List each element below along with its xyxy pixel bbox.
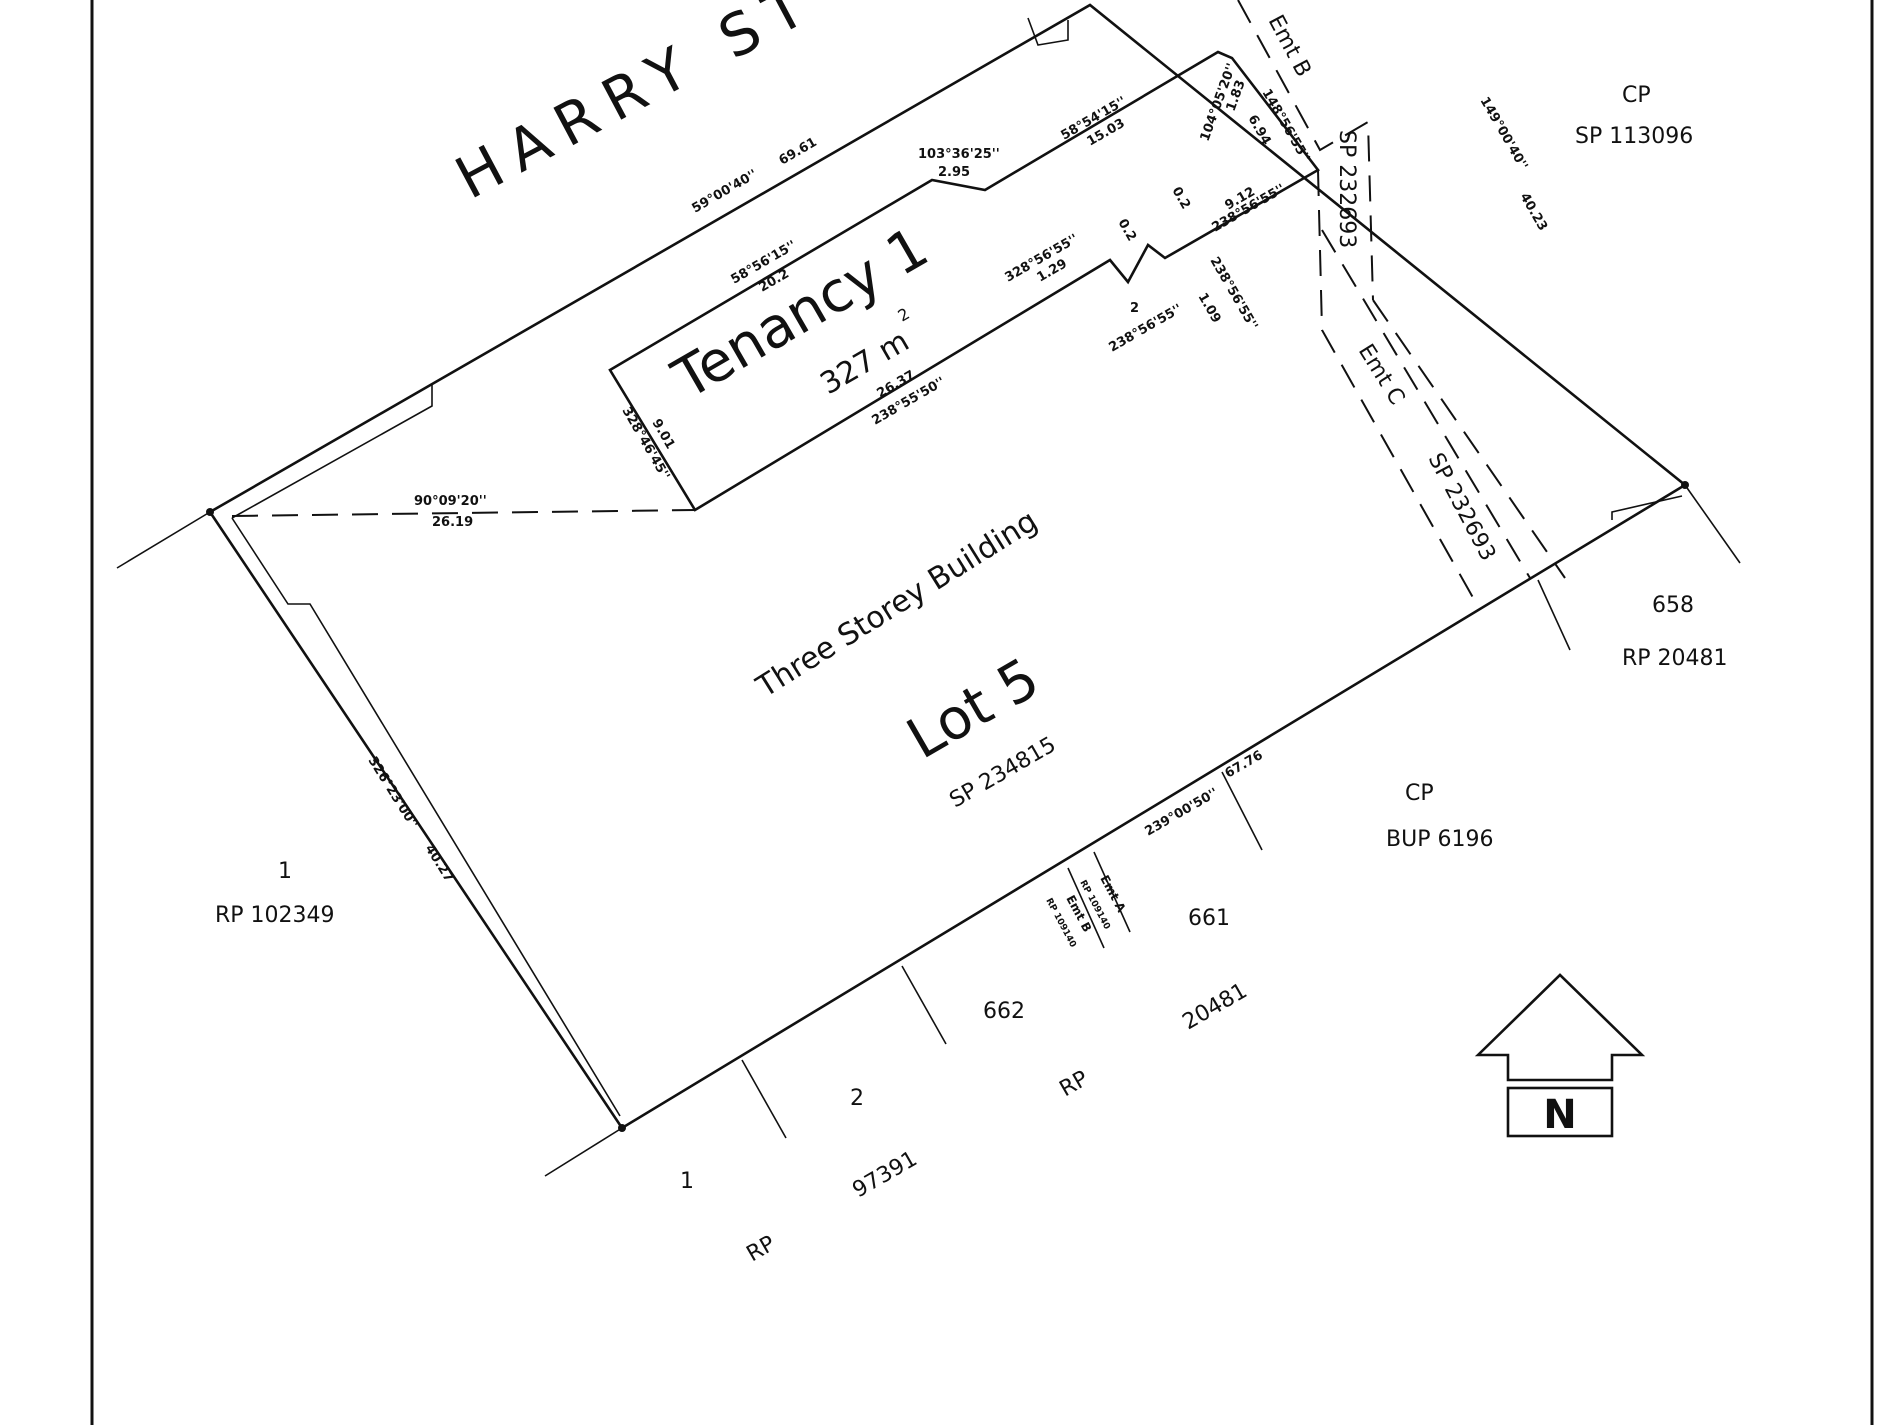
line-se-out <box>1684 484 1741 564</box>
dim-north-bearing: 59°00'40'' <box>690 167 760 216</box>
easement-b-top <box>1237 0 1374 301</box>
street-name: HARRY ST <box>445 0 829 212</box>
dim-dashed-bearing: 90°09'20'' <box>414 494 487 509</box>
easement-b-left <box>1317 169 1481 611</box>
dim-east-length: 40.23 <box>1517 191 1551 234</box>
line-lot658 <box>1537 579 1571 651</box>
dim-t-e-bearing: 148°56'55'' <box>1259 87 1313 165</box>
lot-658-plan: RP 20481 <box>1622 646 1728 671</box>
dim-t-e-length: 6.94 <box>1245 113 1274 148</box>
dim-t-notch2: 0.2 <box>1169 185 1194 212</box>
lot-1s-name: 1 <box>680 1169 694 1194</box>
dim-t-notch1: 0.2 <box>1115 217 1140 244</box>
north-label: N <box>1543 1092 1576 1138</box>
line-w-out <box>116 511 211 569</box>
lot-1w-plan: RP 102349 <box>215 903 335 928</box>
dim-west-length: 40.27 <box>422 842 457 885</box>
lot-658-name: 658 <box>1652 593 1694 618</box>
sp-top: SP 232693 <box>1334 130 1359 248</box>
cp-ne-name: CP <box>1622 83 1651 108</box>
lot-661-name: 661 <box>1188 906 1230 931</box>
emt-c: Emt C <box>1353 340 1409 409</box>
building-outline-top <box>1027 17 1069 46</box>
dim-dashed-length: 26.19 <box>432 515 473 530</box>
north-arrow <box>1474 973 1646 1082</box>
building-outline-east <box>1611 495 1683 520</box>
dashed-line <box>231 509 696 517</box>
lot-662-rp: RP <box>1056 1066 1093 1102</box>
lot-1s-rp: RP <box>743 1231 780 1267</box>
building-outline-north <box>231 385 433 519</box>
emt-b-top: Emt B <box>1263 11 1316 81</box>
cp-ne-plan: SP 113096 <box>1575 124 1693 149</box>
line-s-out <box>544 1127 623 1177</box>
line-2 <box>741 1059 787 1139</box>
lot-2-name: 2 <box>850 1086 864 1111</box>
dim-west-bearing: 326°23'00'' <box>365 754 421 831</box>
easement-c-left <box>1321 229 1531 579</box>
line-emt-a1 <box>1067 867 1105 949</box>
easement-c-right <box>1372 299 1566 579</box>
dim-east-bearing: 149°00'40'' <box>1477 95 1531 173</box>
line-662 <box>901 965 947 1045</box>
dim-t-notch3-length: 1.09 <box>1195 291 1224 326</box>
building-outline-west <box>231 517 621 1117</box>
cp-e-plan: BUP 6196 <box>1386 827 1493 852</box>
lot-1w-name: 1 <box>278 859 292 884</box>
tenancy-area-sup: 2 <box>895 304 913 326</box>
dim-south-bearing: 239°00'50'' <box>1143 786 1221 840</box>
dim-t-jog-bearing: 103°36'25'' <box>918 147 1000 162</box>
north-box <box>1506 1086 1614 1138</box>
cp-e-name: CP <box>1405 781 1434 806</box>
lot-2-num: 97391 <box>849 1147 922 1204</box>
lot-662-name: 662 <box>983 999 1025 1024</box>
dim-t-notch4-length: 2 <box>1130 301 1139 316</box>
lot-662-num: 20481 <box>1179 979 1252 1036</box>
dim-t-jog-length: 2.95 <box>938 165 970 180</box>
tenancy-1-outline <box>608 50 1320 512</box>
line-emt-a2 <box>1093 851 1131 933</box>
dim-t-notch4-bearing: 238°56'55'' <box>1107 302 1185 356</box>
line-cp-bup <box>1221 771 1263 851</box>
